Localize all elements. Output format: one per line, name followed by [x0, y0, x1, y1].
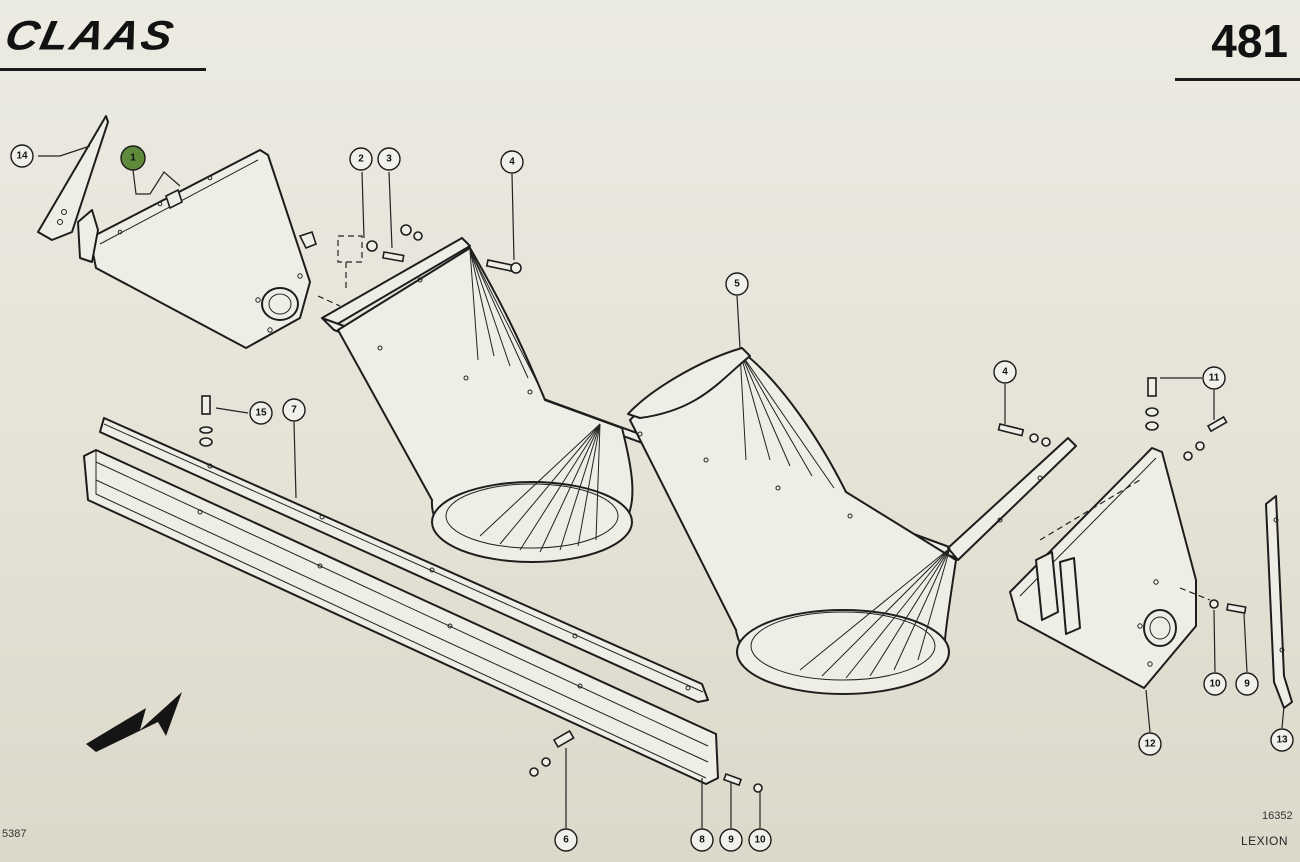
- leader-lines: [38, 145, 1285, 828]
- callout-2: 2: [349, 147, 373, 171]
- callout-8: 8: [690, 828, 714, 852]
- drawing-number-left: 5387: [2, 828, 27, 840]
- svg-text:11: 11: [1209, 373, 1220, 384]
- callout-11: 11: [1202, 366, 1226, 390]
- svg-text:4: 4: [1002, 367, 1008, 378]
- callout-12: 12: [1138, 732, 1162, 756]
- part-8-channel-beam: [83, 449, 719, 785]
- svg-text:14: 14: [16, 151, 28, 162]
- callout-1-highlighted: 1: [120, 145, 146, 171]
- svg-text:7: 7: [291, 405, 297, 416]
- svg-text:13: 13: [1276, 735, 1288, 746]
- svg-text:10: 10: [754, 835, 766, 846]
- callout-5: 5: [725, 272, 749, 296]
- logo-underline: [0, 68, 206, 71]
- svg-text:4: 4: [509, 157, 515, 168]
- part-7-long-strip: [99, 417, 709, 703]
- svg-text:1: 1: [130, 153, 136, 164]
- drawing-number-right: 16352: [1262, 810, 1293, 822]
- callout-10-right: 10: [1203, 672, 1227, 696]
- fasteners: [199, 224, 1247, 793]
- part-12-right-side-panel: [1009, 447, 1197, 689]
- part-14-cover-plate: [37, 115, 109, 241]
- svg-text:12: 12: [1144, 739, 1156, 750]
- svg-text:9: 9: [1244, 679, 1250, 690]
- callout-7: 7: [282, 398, 306, 422]
- svg-text:10: 10: [1209, 679, 1221, 690]
- svg-text:2: 2: [358, 154, 364, 165]
- callout-6: 6: [554, 828, 578, 852]
- callout-4-right: 4: [993, 360, 1017, 384]
- assembly-guide-lines: [317, 235, 1211, 601]
- part-13-vertical-plate: [1265, 495, 1293, 709]
- part-1-left-side-panel: [77, 149, 317, 349]
- part-5-cone-housing: [321, 237, 1077, 695]
- travel-direction-arrow-icon: [86, 692, 182, 752]
- callout-15: 15: [249, 401, 273, 425]
- svg-text:15: 15: [255, 408, 267, 419]
- svg-text:9: 9: [728, 835, 734, 846]
- callout-9-bottom: 9: [719, 828, 743, 852]
- callout-10-bottom: 10: [748, 828, 772, 852]
- svg-text:3: 3: [386, 154, 392, 165]
- callout-9-right: 9: [1235, 672, 1259, 696]
- svg-text:8: 8: [699, 835, 705, 846]
- page-number-underline: [1175, 78, 1300, 81]
- callout-13: 13: [1270, 728, 1294, 752]
- page-number: 481: [1211, 15, 1288, 67]
- svg-text:5: 5: [734, 279, 740, 290]
- svg-text:6: 6: [563, 835, 569, 846]
- model-name: LEXION: [1241, 834, 1289, 848]
- callout-14: 14: [10, 144, 34, 168]
- callout-4-top: 4: [500, 150, 524, 174]
- callout-3: 3: [377, 147, 401, 171]
